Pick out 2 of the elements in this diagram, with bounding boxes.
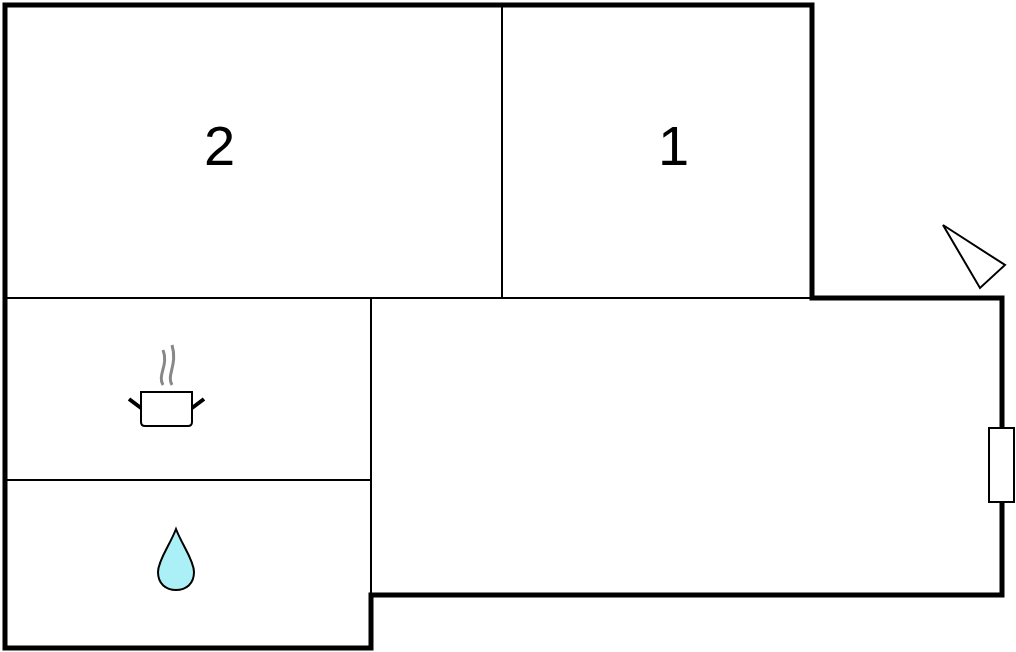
room-number: 2	[204, 118, 236, 174]
room-number: 1	[658, 118, 690, 174]
